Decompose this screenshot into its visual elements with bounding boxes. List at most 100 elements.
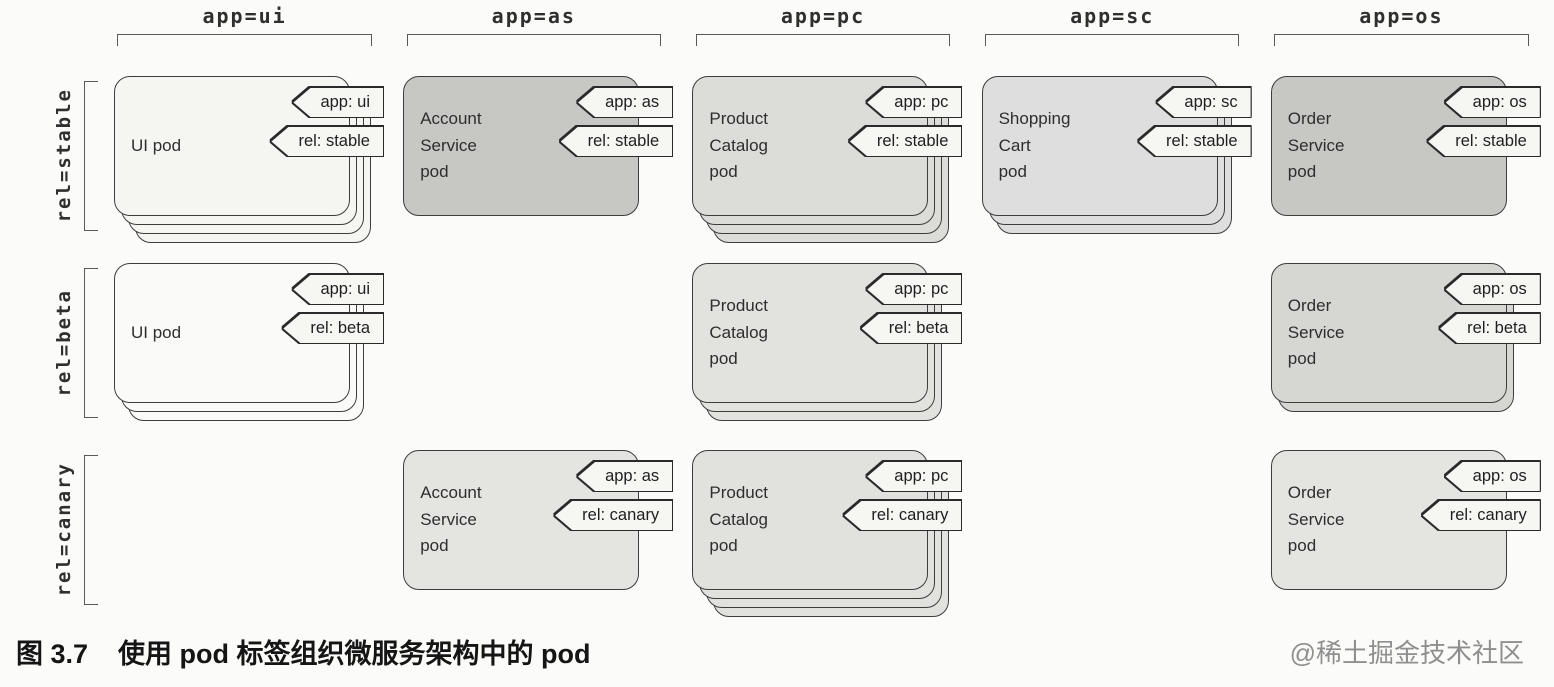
rel-label-tag: rel: stable [560,127,673,156]
pod-name: Order Service pod [1287,483,1345,556]
figure-title: 使用 pod 标签组织微服务架构中的 pod [118,638,591,669]
column-bracket [695,34,951,46]
rel-label-tag: rel: stable [1139,127,1251,156]
row-header-rel-canary: rel=canary [0,436,100,623]
pod-shopping-cart-stable: Shopping Cart pod app: sc rel: stable [981,76,1251,234]
rel-label-tag: rel: beta [283,314,383,343]
cell-os-stable: Order Service pod app: os rel: stable [1257,62,1546,249]
rel-label-tag: rel: canary [844,501,962,530]
pod-label-diagram: app=ui app=as app=pc app=sc app=os rel=s… [0,0,1546,623]
cell-os-canary: Order Service pod app: os rel: canary [1257,436,1546,623]
pod-card: Account Service pod app: as rel: canary [403,450,673,590]
pod-product-catalog-stable: Product Catalog pod app: pc rel: stable [692,76,962,243]
pod-name: Order Service pod [1287,296,1345,369]
pod-product-catalog-beta: Product Catalog pod app: pc rel: beta [692,263,962,421]
app-label-tag: app: os [1445,88,1540,117]
column-label: app=sc [1070,4,1155,28]
app-label-tag: app: sc [1157,88,1251,117]
cell-ui-stable: UI pod app: ui rel: stable [100,62,389,249]
column-header-app-sc: app=sc [968,0,1257,62]
rel-label-tag: rel: beta [1440,314,1540,343]
pod-ui-beta: UI pod app: ui rel: beta [114,263,383,421]
label-tags: app: sc rel: stable [1139,88,1251,156]
cell-pc-stable: Product Catalog pod app: pc rel: stable [678,62,967,249]
label-tags: app: os rel: stable [1428,88,1540,156]
row-bracket [84,267,98,418]
pod-order-service-stable: Order Service pod app: os rel: stable [1270,76,1540,216]
row-label: rel=beta [53,288,75,397]
pod-ui-stable: UI pod app: ui rel: stable [114,76,383,243]
rel-label-tag: rel: canary [555,501,673,530]
column-label: app=pc [780,4,866,28]
label-tags: app: as rel: canary [555,462,673,530]
pod-card: Product Catalog pod app: pc rel: stable [692,76,962,216]
pod-name: Product Catalog pod [709,109,768,182]
figure-number: 图 3.7 [16,638,89,669]
column-label: app=as [491,4,576,28]
pod-order-service-canary: Order Service pod app: os rel: canary [1270,450,1540,590]
app-label-tag: app: as [578,88,673,117]
pod-card: Order Service pod app: os rel: beta [1270,263,1540,403]
app-label-tag: app: ui [293,275,383,304]
pod-name: Product Catalog pod [709,296,768,369]
rel-label-tag: rel: beta [861,314,962,343]
pod-name: UI pod [131,135,182,155]
column-bracket [406,34,662,46]
label-tags: app: as rel: stable [560,88,673,156]
rel-label-tag: rel: stable [849,127,962,156]
column-header-app-ui: app=ui [100,0,389,62]
cell-sc-stable: Shopping Cart pod app: sc rel: stable [968,62,1257,249]
pod-name: Account Service pod [420,483,482,556]
pod-card: Product Catalog pod app: pc rel: beta [692,263,962,403]
pod-card: Account Service pod app: as rel: stable [403,76,673,216]
cell-ui-beta: UI pod app: ui rel: beta [100,249,389,436]
pod-product-catalog-canary: Product Catalog pod app: pc rel: canary [692,450,962,617]
pod-name: Order Service pod [1287,109,1345,182]
column-header-app-as: app=as [389,0,678,62]
column-header-app-os: app=os [1257,0,1546,62]
pod-name: Product Catalog pod [709,483,768,556]
pod-account-service-stable: Account Service pod app: as rel: stable [403,76,673,216]
pod-card: Order Service pod app: os rel: canary [1270,450,1540,590]
app-label-tag: app: as [578,462,673,491]
row-header-rel-beta: rel=beta [0,249,100,436]
pod-order-service-beta: Order Service pod app: os rel: beta [1270,263,1540,412]
label-tags: app: os rel: canary [1422,462,1540,530]
row-label: rel=stable [53,88,75,223]
column-bracket [117,34,372,46]
row-label: rel=canary [53,462,75,597]
rel-label-tag: rel: stable [1428,127,1540,156]
app-label-tag: app: pc [867,275,962,304]
cell-os-beta: Order Service pod app: os rel: beta [1257,249,1546,436]
cell-as-canary: Account Service pod app: as rel: canary [389,436,678,623]
column-label: app=os [1359,4,1444,28]
cell-as-stable: Account Service pod app: as rel: stable [389,62,678,249]
rel-label-tag: rel: canary [1422,501,1540,530]
column-bracket [984,34,1240,46]
label-tags: app: pc rel: canary [844,462,962,530]
app-label-tag: app: os [1445,275,1540,304]
cell-pc-beta: Product Catalog pod app: pc rel: beta [678,249,967,436]
pod-name: Account Service pod [420,109,482,182]
pod-card: UI pod app: ui rel: beta [114,263,383,403]
app-label-tag: app: os [1445,462,1540,491]
pod-card: Order Service pod app: os rel: stable [1270,76,1540,216]
figure-caption: 图 3.7 使用 pod 标签组织微服务架构中的 pod [16,632,591,671]
column-header-app-pc: app=pc [678,0,967,62]
label-tags: app: ui rel: stable [271,88,383,156]
label-tags: app: pc rel: stable [849,88,962,156]
row-bracket [84,80,98,231]
pod-card: UI pod app: ui rel: stable [114,76,383,216]
label-tags: app: os rel: beta [1440,275,1540,343]
watermark-text: @稀土掘金技术社区 [1289,637,1524,668]
pod-name: Shopping Cart pod [998,109,1071,182]
app-label-tag: app: pc [867,88,962,117]
column-label: app=ui [202,4,287,28]
app-label-tag: app: ui [293,88,383,117]
column-bracket [1274,34,1529,46]
app-label-tag: app: pc [867,462,962,491]
pod-name: UI pod [131,322,182,342]
rel-label-tag: rel: stable [271,127,383,156]
label-tags: app: pc rel: beta [861,275,962,343]
